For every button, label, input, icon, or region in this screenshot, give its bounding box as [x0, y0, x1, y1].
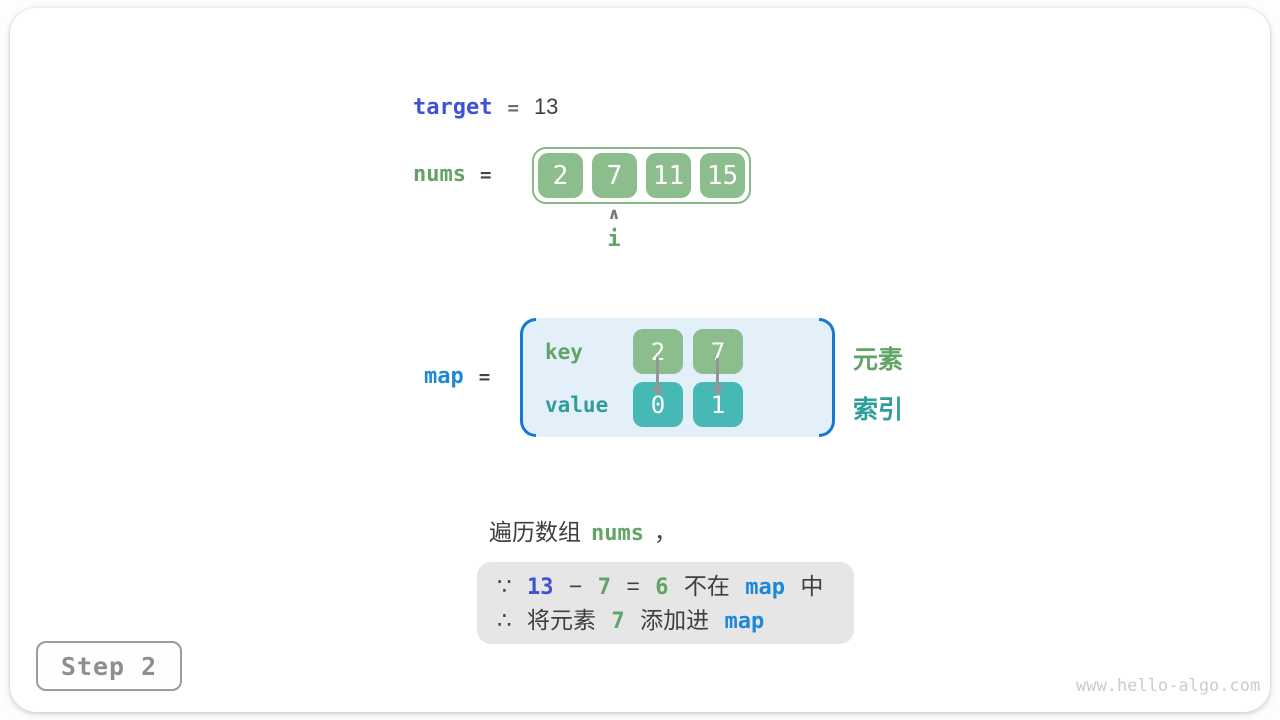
- element-side-label: 元素: [853, 346, 904, 374]
- because-symbol: ∵: [497, 573, 512, 599]
- nums-cell: 2: [538, 153, 583, 198]
- nums-variable: nums: [413, 162, 466, 187]
- map-panel: key value 2 7 0 1: [520, 318, 835, 437]
- map-key-cells: 2 7: [633, 329, 743, 374]
- index-pointer-arrow-icon: ∧: [607, 206, 621, 223]
- map-bracket-right: [819, 318, 835, 437]
- map-key-cell: 2: [633, 329, 683, 374]
- nums-line: nums =: [413, 162, 491, 187]
- map-bracket-left: [520, 318, 536, 437]
- equals-sign: =: [479, 164, 492, 186]
- reasoning-note: ∵ 13 − 7 = 6 不在 map 中 ∴ 将元素 7 添加进 map: [477, 562, 854, 644]
- target-variable: target: [413, 95, 493, 120]
- map-variable: map: [424, 364, 464, 389]
- index-pointer-label: i: [607, 227, 621, 252]
- caption-line: 遍历数组 nums ，: [489, 513, 677, 547]
- key-to-value-arrow-icon: [711, 358, 724, 396]
- map-key-row-label: key: [545, 340, 583, 364]
- map-line: map =: [424, 364, 490, 389]
- map-value-cells: 0 1: [633, 382, 743, 427]
- nums-cell: 7: [592, 153, 637, 198]
- equals-sign: =: [478, 366, 491, 388]
- site-url: www.hello-algo.com: [1076, 676, 1261, 696]
- note-line-because: ∵ 13 − 7 = 6 不在 map 中: [497, 573, 824, 600]
- note-line-therefore: ∴ 将元素 7 添加进 map: [497, 607, 765, 634]
- target-value: 13: [533, 94, 559, 119]
- target-line: target = 13: [413, 94, 558, 120]
- nums-cell: 11: [646, 153, 691, 198]
- caption-suffix: ，: [653, 519, 677, 545]
- equals-sign: =: [507, 97, 519, 119]
- nums-cell: 15: [700, 153, 745, 198]
- key-to-value-arrow-icon: [651, 358, 664, 396]
- index-side-label: 索引: [853, 396, 904, 424]
- step-badge: Step 2: [36, 641, 182, 691]
- therefore-symbol: ∴: [497, 607, 512, 633]
- caption-prefix: 遍历数组: [489, 519, 581, 545]
- caption-variable: nums: [591, 521, 644, 546]
- map-value-row-label: value: [545, 393, 609, 417]
- nums-array: 2 7 11 15: [532, 147, 751, 204]
